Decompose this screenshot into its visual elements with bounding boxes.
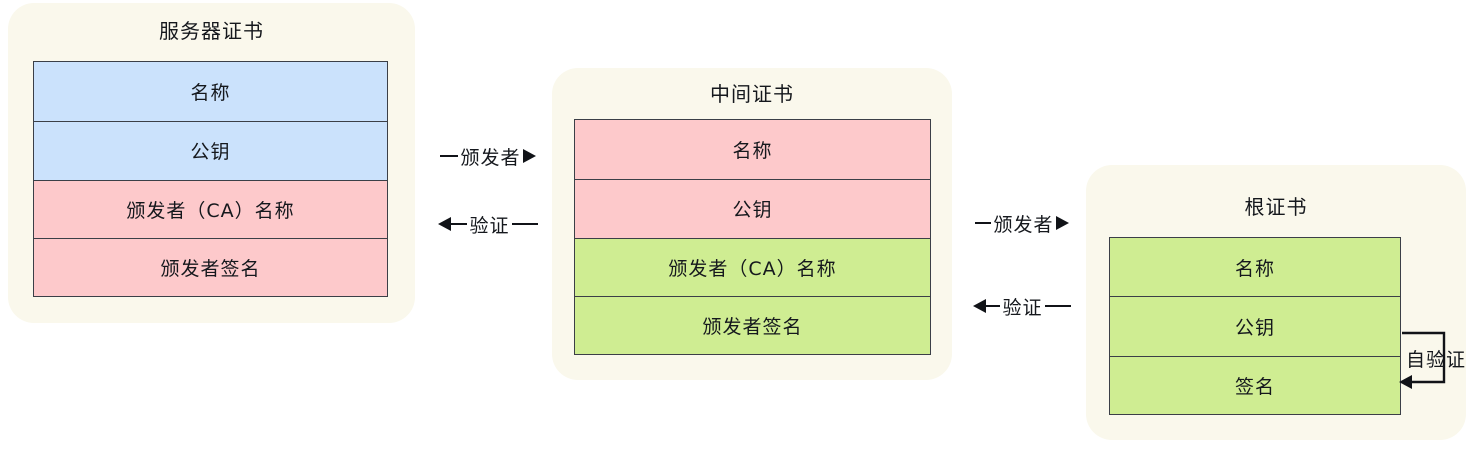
field-row-public-key: 公钥 xyxy=(34,121,387,181)
arrow-head-left-icon xyxy=(973,299,987,313)
connector-line-right xyxy=(511,223,538,225)
connector-server-to-intermediate-issuer: 颁发者 xyxy=(420,140,556,172)
connector-line xyxy=(975,222,992,224)
intermediate-certificate-fields: 名称 公钥 颁发者（CA）名称 颁发者签名 xyxy=(574,119,931,355)
field-row-issuer-name: 颁发者（CA）名称 xyxy=(34,181,387,239)
field-row-name: 名称 xyxy=(575,120,930,180)
connector-label: 颁发者 xyxy=(993,213,1054,236)
connector-root-self-verify: 自验证 xyxy=(1396,325,1478,391)
intermediate-certificate-title: 中间证书 xyxy=(710,82,794,106)
self-verify-path-icon xyxy=(1399,331,1446,389)
connector-line-left xyxy=(986,305,1001,307)
root-certificate-title: 根证书 xyxy=(1244,195,1308,219)
connector-root-to-intermediate-verify: 验证 xyxy=(955,290,1089,322)
root-certificate-fields: 名称 公钥 签名 xyxy=(1109,237,1401,415)
field-row-signature: 签名 xyxy=(1110,356,1400,414)
field-row-name: 名称 xyxy=(1110,238,1400,298)
connector-line-right xyxy=(1044,305,1071,307)
server-certificate-card: 服务器证书 名称 公钥 颁发者（CA）名称 颁发者签名 xyxy=(8,3,415,323)
field-row-name: 名称 xyxy=(34,62,387,122)
server-certificate-title: 服务器证书 xyxy=(159,19,264,43)
arrow-head-right-icon xyxy=(1055,216,1069,230)
connector-label: 颁发者 xyxy=(460,146,521,169)
field-row-issuer-signature: 颁发者签名 xyxy=(575,296,930,354)
connector-label: 验证 xyxy=(469,214,510,237)
connector-intermediate-to-server-verify: 验证 xyxy=(420,208,556,240)
self-verify-label: 自验证 xyxy=(1406,349,1467,371)
server-certificate-fields: 名称 公钥 颁发者（CA）名称 颁发者签名 xyxy=(33,61,388,297)
intermediate-certificate-card: 中间证书 名称 公钥 颁发者（CA）名称 颁发者签名 xyxy=(552,68,952,380)
field-row-public-key: 公钥 xyxy=(575,179,930,239)
connector-line xyxy=(440,155,459,157)
arrow-head-left-icon xyxy=(438,217,452,231)
root-certificate-card: 根证书 名称 公钥 签名 xyxy=(1086,165,1466,440)
arrow-head-right-icon xyxy=(522,149,536,163)
field-row-issuer-name: 颁发者（CA）名称 xyxy=(575,239,930,297)
field-row-public-key: 公钥 xyxy=(1110,297,1400,357)
field-row-issuer-signature: 颁发者签名 xyxy=(34,238,387,296)
connector-label: 验证 xyxy=(1002,296,1043,319)
connector-intermediate-to-root-issuer: 颁发者 xyxy=(955,207,1089,239)
connector-line-left xyxy=(451,223,468,225)
